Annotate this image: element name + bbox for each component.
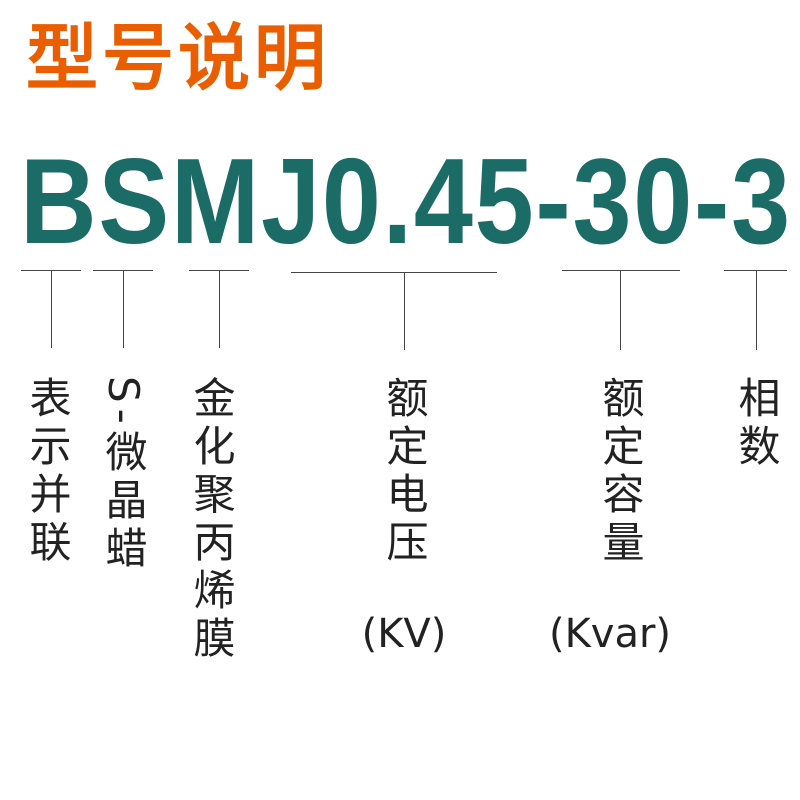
label-rated-voltage: 额定电压 (380, 376, 429, 568)
bracket-4-stem (404, 272, 405, 350)
label-microcrystalline-wax: S-微晶蜡 (99, 376, 148, 574)
bracket-3-stem (219, 270, 220, 348)
bracket-1-stem (51, 270, 52, 348)
label-phases: 相数 (732, 376, 781, 472)
unit-voltage: (KV) (361, 611, 447, 657)
bracket-2-stem (123, 270, 124, 348)
label-rated-capacity: 额定容量 (596, 376, 645, 568)
page-title: 型号说明 (26, 16, 331, 100)
bracket-5 (562, 270, 680, 271)
bracket-6 (724, 270, 787, 271)
unit-capacity: (Kvar) (548, 611, 672, 657)
label-metallized-polypropylene-film: 金化聚丙烯膜 (187, 376, 236, 664)
model-number: BSMJ0.45-30-3 (20, 133, 792, 269)
bracket-5-stem (620, 270, 621, 350)
bracket-6-stem (756, 270, 757, 350)
label-parallel: 表示并联 (23, 376, 72, 568)
bracket-4 (291, 272, 497, 273)
